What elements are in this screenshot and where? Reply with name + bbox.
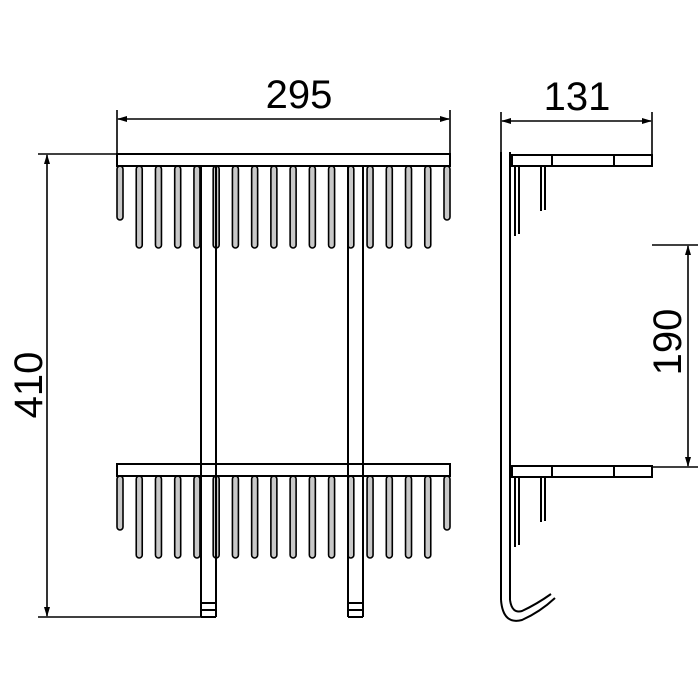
wire-rod: [289, 475, 297, 559]
wall-plate: [500, 152, 556, 622]
wire-rod: [231, 475, 240, 559]
shelf-rim: [511, 465, 653, 478]
wire-rod: [404, 165, 413, 249]
wire-rod: [231, 165, 240, 249]
shelf-spacing-label: 190: [646, 309, 690, 376]
side-top-shelf: [511, 154, 653, 236]
wire-rod: [173, 165, 182, 249]
bottom-shelf-wires: [116, 475, 451, 559]
wire-rod: [250, 475, 259, 559]
left-post: [200, 166, 217, 618]
right-post: [347, 166, 364, 618]
wire-rod: [404, 475, 413, 559]
wire-rod: [308, 475, 317, 559]
height-label: 410: [7, 352, 51, 419]
bottom-shelf-rim: [116, 463, 451, 477]
wire-rod: [423, 165, 432, 249]
wire-rod: [270, 165, 278, 249]
wire-rod: [385, 165, 394, 249]
wire-rod: [423, 475, 432, 559]
wire-rod: [443, 475, 451, 531]
shelf-spacing-dimension: 190: [646, 244, 698, 468]
wire-rod: [135, 165, 144, 249]
shelf-rim: [511, 154, 653, 167]
depth-label: 131: [544, 75, 611, 119]
width-label: 295: [266, 73, 333, 117]
wire-rod: [250, 165, 259, 249]
wire-rod: [270, 475, 278, 559]
wire-rod: [173, 475, 182, 559]
wire-rod: [116, 475, 124, 531]
wire-rod: [385, 475, 394, 559]
wire-rod: [193, 165, 201, 249]
wire-rod: [193, 475, 201, 559]
front-view: [116, 153, 451, 618]
height-dimension: 410: [7, 153, 201, 618]
wire-rod: [135, 475, 144, 559]
wire-rod: [366, 165, 374, 249]
side-view: [500, 152, 653, 622]
wire-rod: [116, 165, 124, 221]
top-shelf-wires: [116, 165, 451, 249]
top-shelf-rim: [116, 153, 451, 167]
wire-rod: [366, 475, 374, 559]
wire-rod: [154, 475, 163, 559]
wire-rod: [289, 165, 297, 249]
wire-rod: [327, 475, 336, 559]
side-bottom-shelf: [511, 465, 653, 547]
wire-rod: [308, 165, 317, 249]
wire-rod: [327, 165, 336, 249]
wire-rod: [443, 165, 451, 221]
wire-rod: [154, 165, 163, 249]
width-dimension: 295: [116, 73, 451, 154]
depth-dimension: 131: [500, 75, 653, 155]
